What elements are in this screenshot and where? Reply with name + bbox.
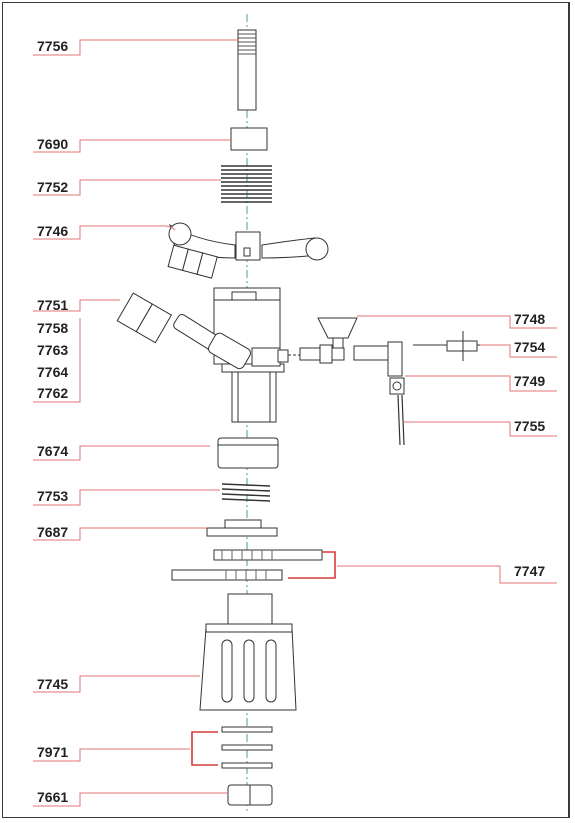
label-7745: 7745: [37, 676, 69, 692]
label-7748: 7748: [514, 311, 546, 327]
label-7749: 7749: [514, 373, 546, 389]
label-7754: 7754: [514, 339, 546, 355]
part-7747-drawing: [171, 549, 323, 581]
label-7687: 7687: [37, 524, 69, 540]
label-7746: 7746: [37, 223, 69, 239]
label-7756: 7756: [37, 38, 69, 54]
label-7753: 7753: [37, 488, 69, 504]
part-7971-drawing: [221, 726, 273, 769]
part-7754-drawing: [413, 331, 480, 361]
label-7751: 7751: [37, 297, 69, 313]
label-7764: 7764: [37, 364, 69, 380]
drawing-frame: [2, 2, 570, 818]
label-7661: 7661: [37, 789, 69, 805]
label-7674: 7674: [37, 443, 69, 459]
part-7753-drawing: [221, 483, 271, 502]
label-7763: 7763: [37, 342, 69, 358]
leader-lines: [33, 39, 557, 807]
part-7674-drawing: [217, 437, 279, 469]
part-7749-drawing: [389, 377, 405, 395]
label-7747: 7747: [514, 563, 546, 579]
part-7746-drawing: [167, 222, 329, 279]
part-7661-drawing: [227, 784, 273, 806]
part-7690-drawing: [230, 127, 268, 151]
label-7762: 7762: [37, 385, 69, 401]
label-7758: 7758: [37, 320, 69, 336]
brackets: [191, 551, 336, 766]
part-7755-drawing: [397, 394, 405, 446]
label-7755: 7755: [514, 418, 546, 434]
label-7752: 7752: [37, 179, 69, 195]
part-7745-drawing: [199, 593, 297, 711]
label-7971: 7971: [37, 744, 69, 760]
body-assembly-drawing: [116, 287, 300, 423]
part-7752-drawing: [221, 165, 272, 203]
part-7756-drawing: [237, 29, 257, 111]
label-7690: 7690: [37, 136, 69, 152]
shaft-drawing: [299, 341, 403, 377]
part-7687-drawing: [206, 519, 278, 537]
